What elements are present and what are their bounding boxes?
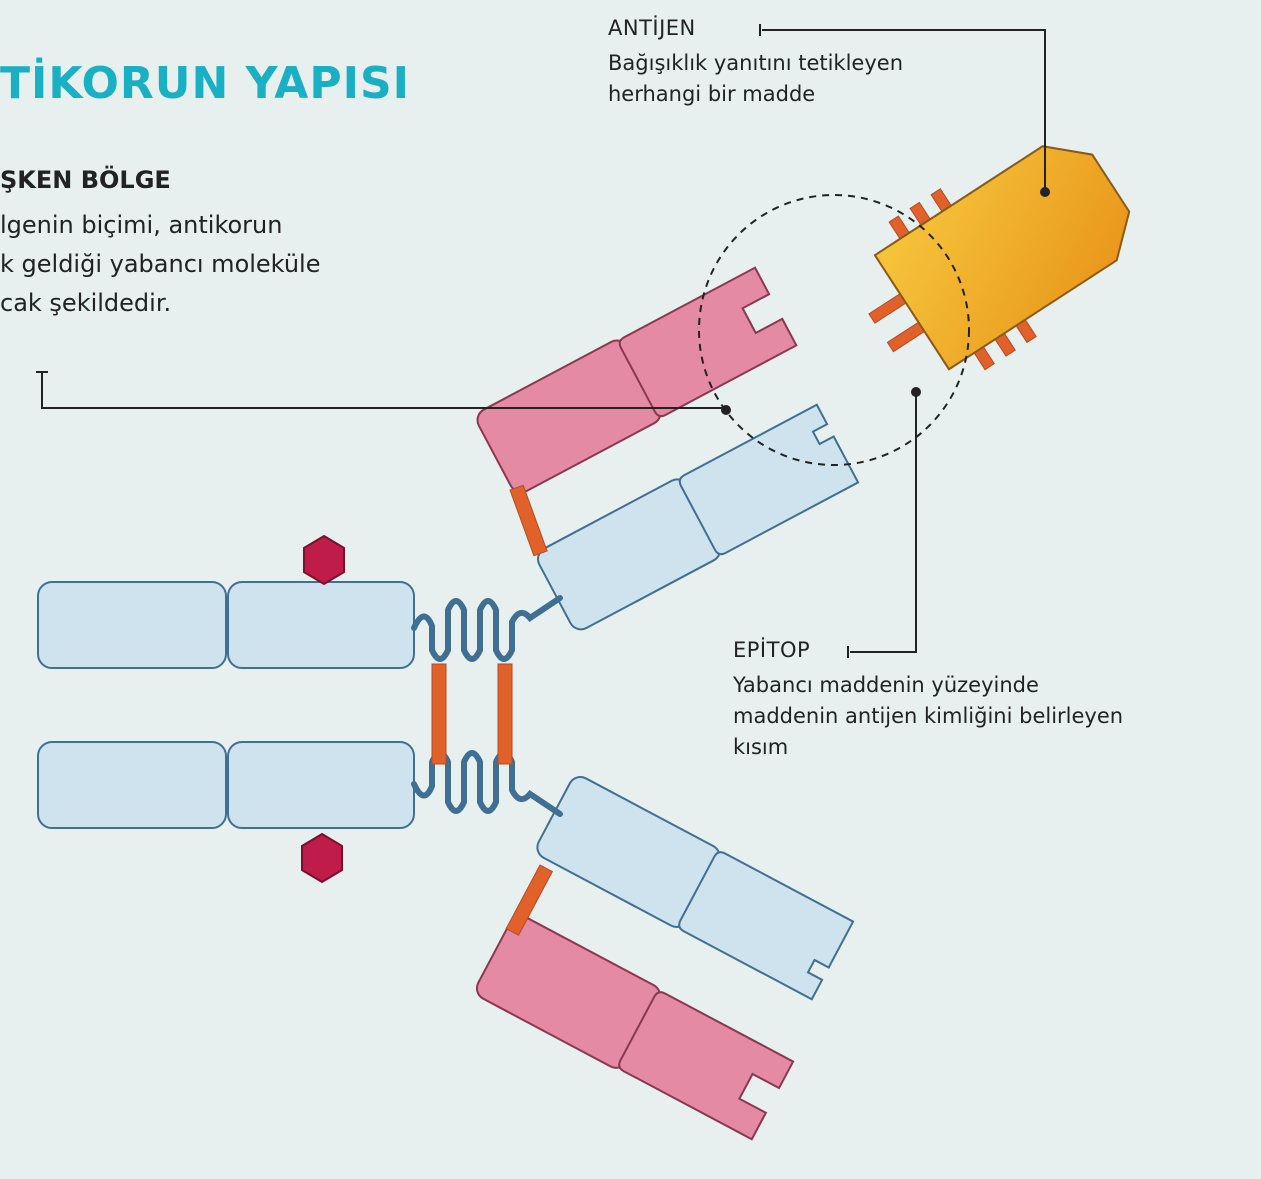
- antigen-heading: ANTİJEN: [608, 16, 696, 40]
- antigen-molecule: [833, 109, 1159, 406]
- fc-upper-domain-1: [38, 582, 226, 668]
- epitope-line: kısım: [733, 732, 1123, 763]
- page-title: TİKORUN YAPISI: [0, 58, 410, 109]
- carbohydrate-lower: [302, 834, 342, 882]
- antigen-line: herhangi bir madde: [608, 79, 903, 110]
- epitope-description: Yabancı maddenin yüzeyinde maddenin anti…: [733, 670, 1123, 763]
- variable-region-line: cak şekildedir.: [0, 284, 320, 323]
- upper-arm-bond: [510, 485, 547, 556]
- variable-region-line: lgenin biçimi, antikorun: [0, 206, 320, 245]
- upper-hinge: [414, 598, 560, 659]
- fc-lower-domain-2: [228, 742, 414, 828]
- variable-region-heading: ŞKEN BÖLGE: [0, 166, 171, 194]
- variable-region-description: lgenin biçimi, antikorun k geldiği yaban…: [0, 206, 320, 323]
- variable-region-pointer-dot: [721, 405, 731, 415]
- hinge-bond-1: [432, 664, 446, 764]
- variable-region-line: k geldiği yabancı moleküle: [0, 245, 320, 284]
- epitope-heading: EPİTOP: [733, 638, 810, 662]
- antigen-pointer-dot: [1040, 187, 1050, 197]
- fc-upper-domain-2: [228, 582, 414, 668]
- epitope-line: maddenin antijen kimliğini belirleyen: [733, 701, 1123, 732]
- fc-region: [38, 582, 560, 828]
- carbohydrate-upper: [304, 536, 344, 584]
- hinge-bond-2: [498, 664, 512, 764]
- antigen-line: Bağışıklık yanıtını tetikleyen: [608, 48, 903, 79]
- fc-lower-domain-1: [38, 742, 226, 828]
- epitope-line: Yabancı maddenin yüzeyinde: [733, 670, 1123, 701]
- antigen-description: Bağışıklık yanıtını tetikleyen herhangi …: [608, 48, 903, 110]
- epitope-pointer-dot: [911, 387, 921, 397]
